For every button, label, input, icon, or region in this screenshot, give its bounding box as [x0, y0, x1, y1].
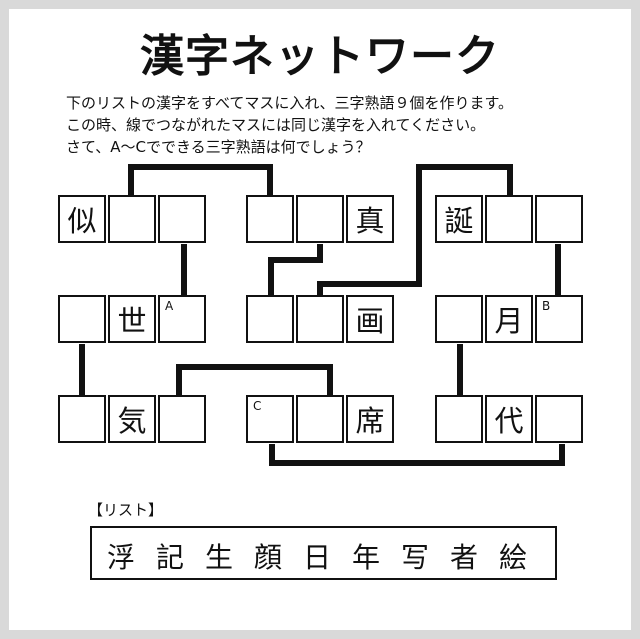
grid-cell[interactable]	[435, 295, 483, 343]
connector-line	[268, 257, 274, 295]
cell-kanji: 月	[494, 304, 524, 338]
list-item: 写	[400, 541, 429, 574]
grid-cell[interactable]	[296, 195, 344, 243]
list-item: 年	[351, 541, 380, 574]
cell-kanji	[248, 197, 292, 241]
cell-kanji: 世	[117, 304, 147, 338]
grid-cell[interactable]: 真	[346, 195, 394, 243]
grid-cell[interactable]	[158, 195, 206, 243]
cell-kanji: 真	[355, 204, 385, 238]
grid-cell[interactable]	[246, 195, 294, 243]
connector-line	[317, 244, 323, 263]
cell-kanji	[160, 397, 204, 441]
connector-line	[559, 444, 565, 466]
grid-cell[interactable]	[296, 295, 344, 343]
connector-line	[176, 364, 182, 395]
grid-cell[interactable]: 月	[485, 295, 533, 343]
cell-kanji	[60, 397, 104, 441]
connector-line	[268, 257, 323, 263]
connector-line	[181, 244, 187, 295]
connector-line	[317, 281, 323, 295]
cell-kanji: 誕	[444, 204, 474, 238]
list-item: 者	[449, 541, 478, 574]
list-box	[90, 526, 557, 580]
list-item: 絵	[498, 541, 527, 574]
grid-cell[interactable]	[108, 195, 156, 243]
grid-cell[interactable]: 気	[108, 395, 156, 443]
grid-cell-c[interactable]: C	[246, 395, 294, 443]
list-item: 浮	[106, 541, 135, 574]
connector-line	[269, 444, 275, 466]
grid-cell[interactable]	[435, 395, 483, 443]
grid-cell-b[interactable]: B	[535, 295, 583, 343]
marker-c: C	[253, 399, 262, 413]
cell-kanji	[248, 397, 292, 441]
grid-cell[interactable]	[246, 295, 294, 343]
grid-cell[interactable]: 世	[108, 295, 156, 343]
cell-kanji: 席	[355, 404, 385, 438]
cell-kanji: 似	[67, 204, 97, 238]
connector-line	[267, 164, 273, 195]
grid-cell[interactable]	[296, 395, 344, 443]
cell-kanji	[298, 197, 342, 241]
cell-kanji	[437, 397, 481, 441]
connector-line	[317, 281, 422, 287]
connector-line	[327, 364, 333, 395]
grid-cell[interactable]: 画	[346, 295, 394, 343]
puzzle-title: 漢字ネットワーク	[140, 31, 500, 82]
grid-cell[interactable]	[58, 395, 106, 443]
cell-kanji	[487, 197, 531, 241]
cell-kanji	[160, 197, 204, 241]
cell-kanji	[437, 297, 481, 341]
list-item: 生	[204, 541, 233, 574]
marker-a: A	[165, 299, 174, 313]
list-item: 顔	[253, 541, 282, 574]
cell-kanji: 画	[355, 304, 385, 338]
cell-kanji	[110, 197, 154, 241]
cell-kanji	[298, 297, 342, 341]
instruction-line-3: さて、A～Cでできる三字熟語は何でしょう？	[66, 138, 371, 156]
connector-line	[416, 164, 422, 287]
connector-line	[457, 344, 463, 395]
grid-cell[interactable]	[535, 195, 583, 243]
grid-cell[interactable]: 誕	[435, 195, 483, 243]
grid-cell[interactable]: 代	[485, 395, 533, 443]
grid-cell[interactable]: 似	[58, 195, 106, 243]
grid-cell[interactable]	[158, 395, 206, 443]
cell-kanji	[60, 297, 104, 341]
grid-cell-a[interactable]: A	[158, 295, 206, 343]
connector-line	[416, 164, 513, 170]
cell-kanji	[537, 297, 581, 341]
list-item: 記	[155, 541, 184, 574]
list-label: 【リスト】	[88, 501, 164, 519]
cell-kanji	[537, 197, 581, 241]
connector-line	[269, 460, 565, 466]
grid-cell[interactable]	[485, 195, 533, 243]
cell-kanji	[537, 397, 581, 441]
grid-cell[interactable]	[58, 295, 106, 343]
connector-line	[555, 244, 561, 295]
connector-line	[128, 164, 134, 195]
cell-kanji: 代	[494, 404, 524, 438]
connector-line	[507, 164, 513, 195]
connector-line	[79, 344, 85, 395]
cell-kanji	[298, 397, 342, 441]
connector-line	[176, 364, 333, 370]
cell-kanji: 気	[117, 404, 147, 438]
grid-cell[interactable]	[535, 395, 583, 443]
grid-cell[interactable]: 席	[346, 395, 394, 443]
cell-kanji	[248, 297, 292, 341]
instruction-line-1: 下のリストの漢字をすべてマスに入れ、三字熟語９個を作ります。	[66, 94, 514, 112]
connector-line	[128, 164, 273, 170]
list-item: 日	[302, 541, 331, 574]
cell-kanji	[160, 297, 204, 341]
marker-b: B	[542, 299, 551, 313]
instruction-line-2: この時、線でつながれたマスには同じ漢字を入れてください。	[66, 116, 486, 134]
